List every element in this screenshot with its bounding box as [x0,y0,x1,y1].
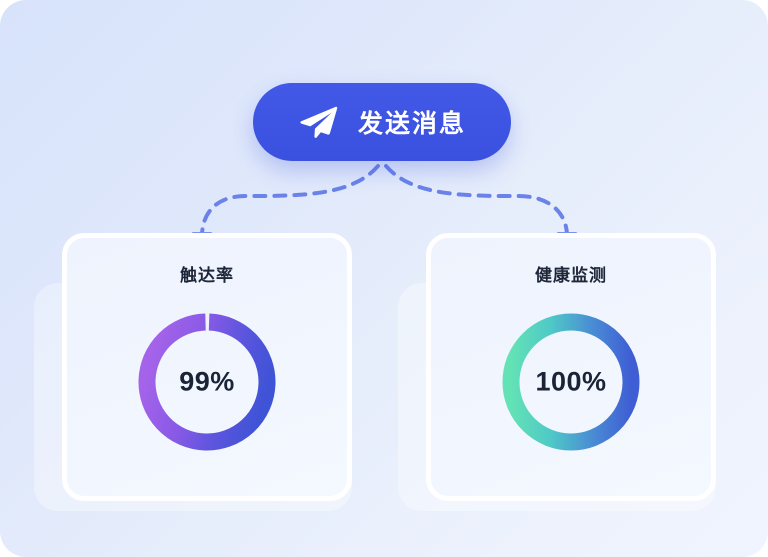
connector-to-health-monitor [384,164,569,236]
donut-value-reach-rate: 99% [179,366,235,397]
donut-value-health-monitor: 100% [535,366,607,397]
donut-ring-health-monitor [502,313,640,451]
paper-plane-icon [300,106,338,138]
card-title-health-monitor: 健康监测 [535,266,607,285]
send-message-label: 发送消息 [357,110,466,138]
card-health-monitor[interactable]: 健康监测 100% [426,233,716,501]
card-title-reach-rate: 触达率 [180,266,234,285]
donut-chart-health-monitor: 100% [495,306,647,458]
donut-chart-reach-rate: 99% [131,306,283,458]
send-message-button[interactable]: 发送消息 [253,83,511,161]
card-reach-rate[interactable]: 触达率 99% [62,233,352,501]
connector-to-reach-rate [200,164,380,236]
